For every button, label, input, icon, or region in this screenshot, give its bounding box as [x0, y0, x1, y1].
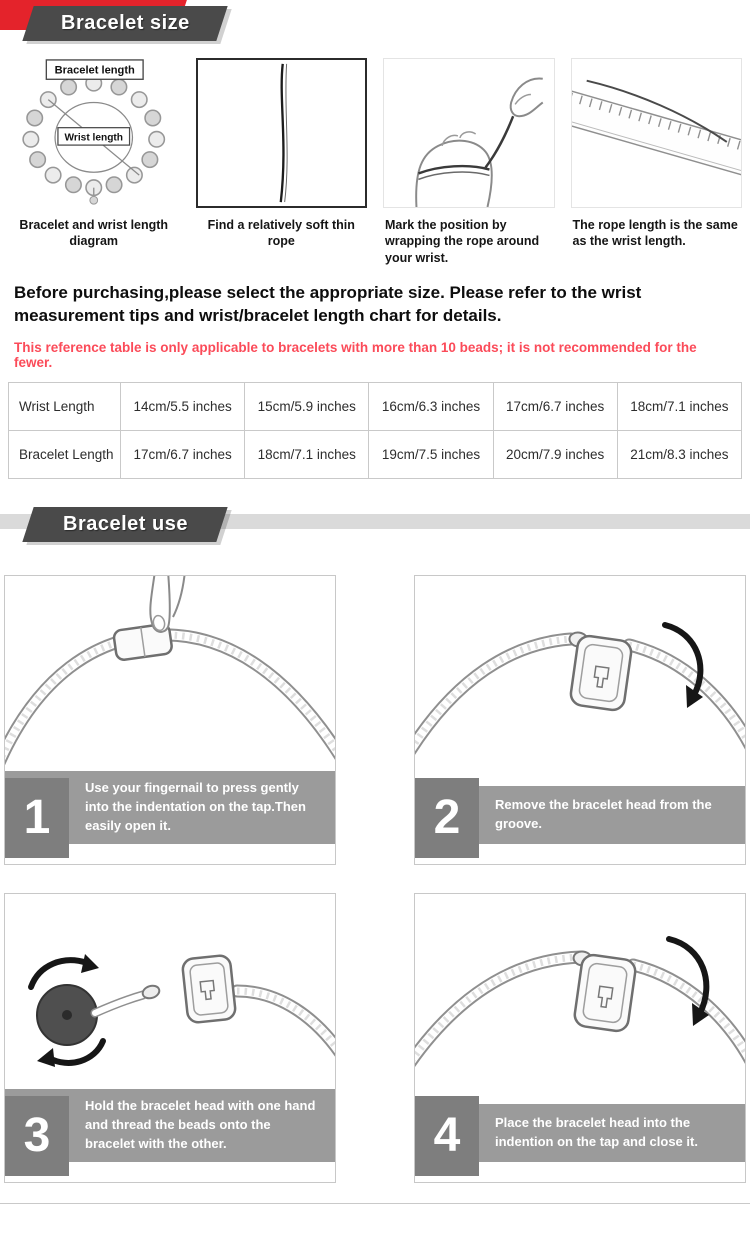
- measure-step-caption: The rope length is the same as the wrist…: [572, 218, 738, 249]
- use-step-panel-2: Remove the bracelet head from the groove…: [414, 574, 746, 865]
- bracelet-length-label: Bracelet length: [55, 64, 135, 76]
- step-caption: Use your fingernail to press gently into…: [85, 780, 306, 833]
- table-row-wrist-length: Wrist Length 14cm/5.5 inches 15cm/5.9 in…: [8, 381, 743, 431]
- bracelet-illustration: Bracelet length Wrist length: [22, 59, 166, 205]
- banner-plate: Bracelet use: [22, 506, 228, 542]
- row-header: Wrist Length: [8, 381, 121, 431]
- size-table: Wrist Length 14cm/5.5 inches 15cm/5.9 in…: [8, 381, 743, 479]
- close-clasp-illustration: [415, 935, 745, 1067]
- step-number: 2: [415, 777, 479, 858]
- step-caption: Hold the bracelet head with one hand and…: [85, 1098, 316, 1151]
- table-cell: 18cm/7.1 inches: [616, 381, 743, 431]
- step-number: 1: [5, 777, 69, 858]
- measure-step-1: Bracelet length Wrist length Bracelet an…: [8, 58, 180, 250]
- ruler-image: [570, 58, 742, 208]
- table-row-bracelet-length: Bracelet Length 17cm/6.7 inches 18cm/7.1…: [8, 429, 743, 479]
- step-number: 4: [415, 1095, 479, 1176]
- rope-image: [195, 58, 367, 208]
- wrap-wrist-image: [383, 58, 555, 208]
- open-clasp-illustration: [5, 575, 335, 766]
- table-cell: 15cm/5.9 inches: [244, 381, 370, 431]
- measure-step-3: Mark the position by wrapping the rope a…: [383, 58, 555, 266]
- measurement-steps: Bracelet length Wrist length Bracelet an…: [0, 48, 750, 266]
- rope-illustration: [279, 63, 288, 203]
- wrap-wrist-illustration: [415, 77, 544, 207]
- bracelet-diagram-image: Bracelet length Wrist length: [8, 58, 180, 208]
- reference-table-note: This reference table is only applicable …: [14, 339, 697, 370]
- section-title-bracelet-use: Bracelet use: [62, 512, 188, 535]
- use-step-panel-4: Place the bracelet head into the indenti…: [414, 892, 746, 1183]
- wrist-length-label: Wrist length: [65, 132, 124, 143]
- table-cell: 18cm/7.1 inches: [244, 429, 370, 479]
- measure-step-caption: Mark the position by wrapping the rope a…: [385, 218, 540, 265]
- table-cell: 17cm/6.7 inches: [119, 429, 246, 479]
- table-cell: 17cm/6.7 inches: [492, 381, 618, 431]
- thread-beads-illustration: [28, 953, 335, 1067]
- purchase-intro-text: Before purchasing,please select the appr…: [14, 282, 642, 325]
- table-cell: 19cm/7.5 inches: [368, 429, 494, 479]
- measure-step-4: The rope length is the same as the wrist…: [570, 58, 742, 250]
- use-steps-grid: Use your fingernail to press gently into…: [0, 574, 750, 1183]
- measure-step-2: Find a relatively soft thin rope: [195, 58, 367, 250]
- page-bottom-divider: [0, 1202, 750, 1212]
- bracelet-use-banner: Bracelet use: [0, 501, 750, 549]
- use-step-panel-3: Hold the bracelet head with one hand and…: [4, 892, 336, 1183]
- table-cell: 20cm/7.9 inches: [492, 429, 618, 479]
- row-header: Bracelet Length: [8, 429, 121, 479]
- bracelet-size-banner: Bracelet size: [0, 0, 750, 48]
- section-title-bracelet-size: Bracelet size: [60, 12, 190, 34]
- step-number: 3: [5, 1095, 69, 1176]
- product-size-guide-page: Bracelet size: [0, 0, 750, 1212]
- measure-step-caption: Bracelet and wrist length diagram: [19, 218, 169, 249]
- banner-plate: Bracelet size: [22, 6, 228, 41]
- use-step-panel-1: Use your fingernail to press gently into…: [4, 574, 336, 865]
- measure-step-caption: Find a relatively soft thin rope: [207, 218, 355, 249]
- step-caption: Remove the bracelet head from the groove…: [495, 796, 712, 831]
- ruler-illustration: [571, 79, 741, 182]
- remove-head-illustration: [415, 621, 745, 755]
- table-cell: 21cm/8.3 inches: [616, 429, 743, 479]
- table-cell: 16cm/6.3 inches: [368, 381, 494, 431]
- table-cell: 14cm/5.5 inches: [119, 381, 246, 431]
- step-caption: Place the bracelet head into the indenti…: [495, 1114, 698, 1149]
